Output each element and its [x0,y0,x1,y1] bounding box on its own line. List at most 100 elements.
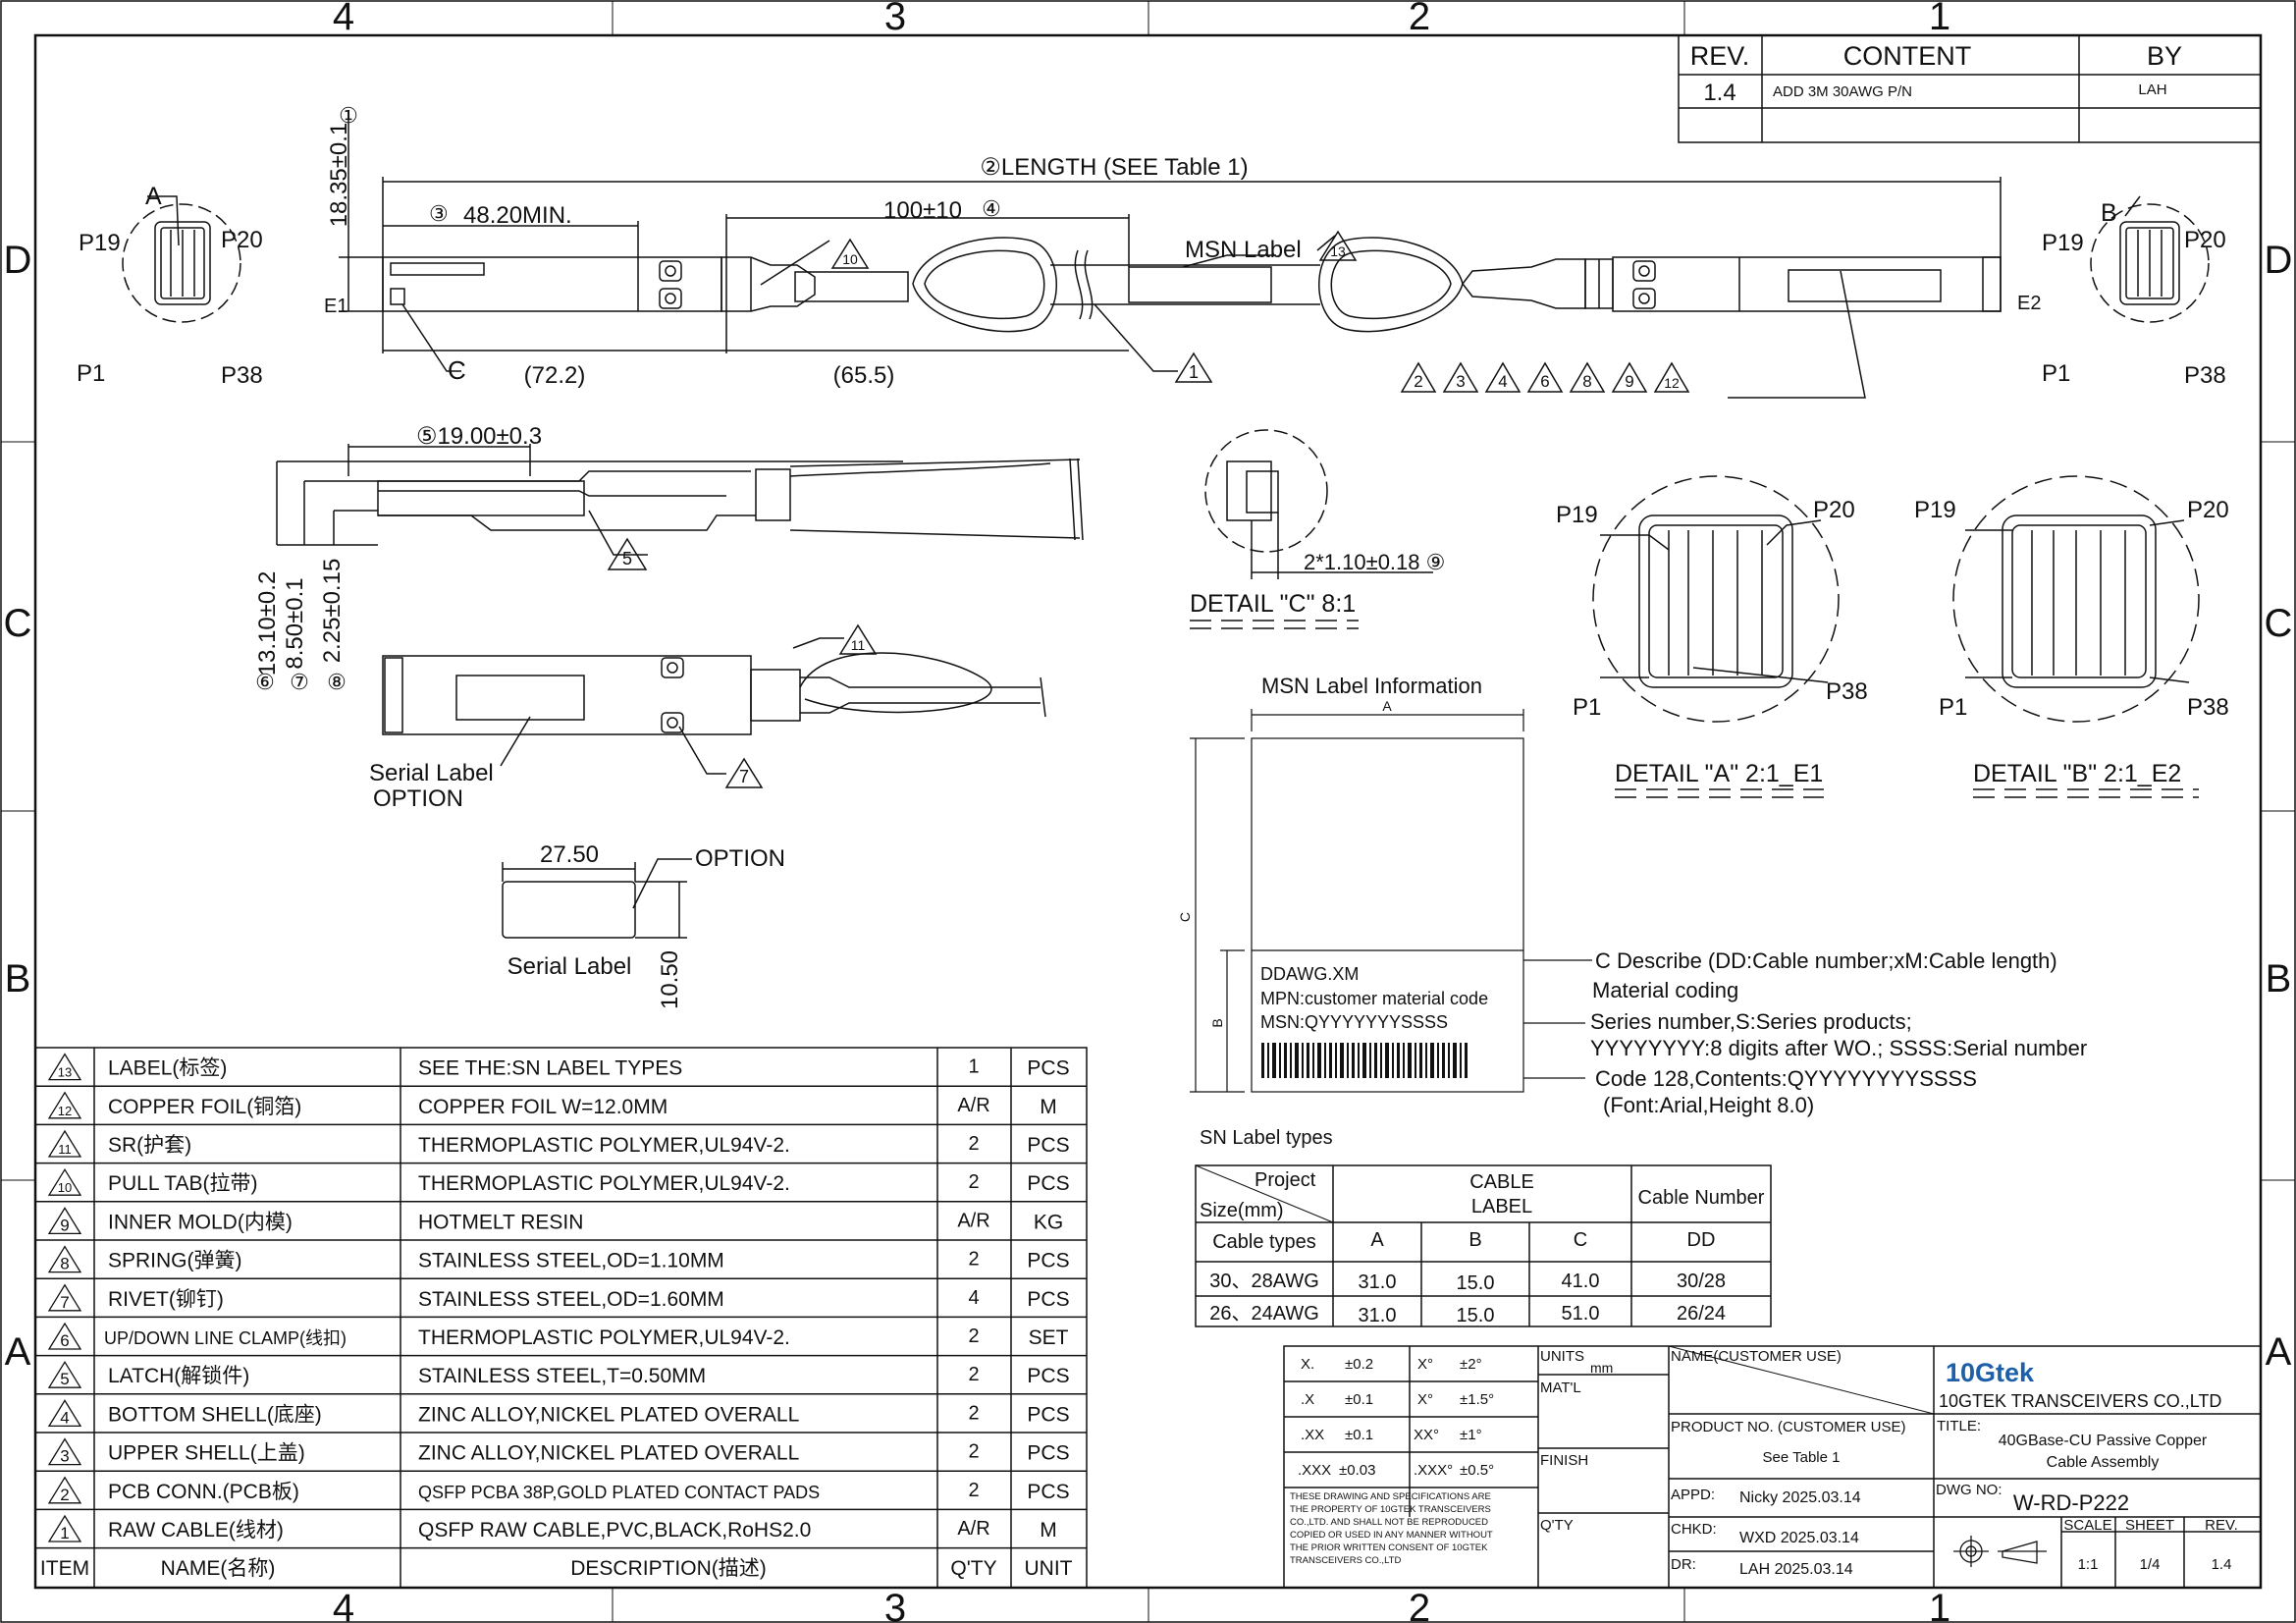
tb-sheet-label: SHEET [2125,1517,2174,1534]
bom-item-desc: QSFP RAW CABLE,PVC,BLACK,RoHS2.0 [418,1519,811,1542]
tb-dr-label: DR: [1671,1556,1696,1573]
bom-item-number: 13 [58,1065,72,1080]
dim-100: 100±10 [883,197,962,224]
sn-row1-c: 41.0 [1562,1271,1600,1292]
detail-a: P19 P20 P1 P38 DETAIL "A" 2:1_E1 [1556,475,1868,798]
bom-item-desc: SEE THE:SN LABEL TYPES [418,1057,682,1080]
zone-right-a: A [2266,1330,2292,1374]
company-name: 10GTEK TRANSCEIVERS CO.,LTD [1939,1391,2221,1411]
serial-label-option: OPTION [373,785,463,812]
bom-item-qty: 2 [968,1441,979,1463]
bom-item-qty: 2 [968,1171,979,1193]
tb-chkd-label: CHKD: [1671,1521,1717,1538]
item-triangle-icon [47,1322,82,1350]
tb-title-2: Cable Assembly [2047,1454,2160,1471]
item-triangle-icon [47,1245,82,1273]
bom-item-desc: STAINLESS STEEL,T=0.50MM [418,1365,706,1387]
sn-row1-b: 15.0 [1457,1272,1495,1294]
right-p38: P38 [2184,362,2226,389]
tri-7: 7 [739,767,749,786]
left-p38: P38 [221,362,263,389]
sn-col-c: C [1574,1229,1587,1251]
sn-row2-c: 51.0 [1562,1303,1600,1325]
e2-label: E2 [2017,293,2041,314]
tb-matl: MAT'L [1540,1380,1581,1396]
bom-item-qty: 2 [968,1249,979,1271]
msn-note1: C Describe (DD:Cable number;xM:Cable len… [1595,948,2057,973]
zone-left-b: B [5,957,31,1001]
tb-sheet: 1/4 [2140,1556,2161,1573]
sn-cable-number: Cable Number [1638,1187,1765,1209]
tri-10: 10 [842,251,858,267]
tri-5: 5 [622,549,632,568]
bom-item-qty: 1 [968,1056,979,1078]
bom-item-desc: ZINC ALLOY,NICKEL PLATED OVERALL [418,1442,799,1465]
left-p1: P1 [77,360,105,387]
dim-100-marker: ④ [982,196,1001,221]
item-triangle-icon [47,1399,82,1428]
bom-item-number: 9 [60,1216,69,1234]
dim-length: ②LENGTH (SEE Table 1) [980,154,1248,181]
tb-appd-label: APPD: [1671,1487,1715,1503]
sn-col-dd: DD [1687,1229,1716,1251]
bom-item-unit: PCS [1027,1442,1069,1465]
sn-row1-a: 31.0 [1359,1271,1397,1293]
msn-note3a: Series number,S:Series products; [1590,1009,1912,1034]
serial-option: OPTION [695,845,785,872]
bottom-view: 11 7 Serial Label OPTION [369,623,1046,812]
item-triangle-icon [47,1207,82,1235]
zone-top-4: 4 [333,0,354,38]
tri-row-12: 12 [1664,375,1680,391]
right-p1: P1 [2042,360,2070,387]
serial-caption: Serial Label [507,953,632,980]
item-triangle-icon [47,1476,82,1504]
top-view-triangles: 10 13 1 [830,230,1358,383]
sn-table: SN Label types Project Size(mm) CABLE LA… [1195,1127,1772,1327]
tb-chkd: WXD 2025.03.14 [1739,1530,1859,1546]
bom-item-name: PCB CONN.(PCB板) [108,1481,299,1503]
zone-left-a: A [5,1330,31,1374]
bom-item-unit: PCS [1027,1288,1069,1311]
bom-item-name: UP/DOWN LINE CLAMP(线扣) [104,1328,347,1348]
bom-item-number: 12 [58,1104,72,1118]
tb-dwg-label: DWG NO: [1936,1482,2002,1498]
msn-dim-a: A [1382,698,1392,714]
right-p20: P20 [2184,227,2226,253]
detail-a-p19: P19 [1556,502,1598,528]
left-p19: P19 [79,230,121,256]
right-p19: P19 [2042,230,2084,256]
bom-item-qty: 2 [968,1325,979,1347]
bom-item-number: 4 [60,1408,69,1427]
tb-product-no: See Table 1 [1763,1449,1841,1466]
rev-row-by: LAH [2138,81,2166,98]
bom-item-desc: STAINLESS STEEL,OD=1.60MM [418,1288,724,1311]
detail-b-caption: DETAIL "B" 2:1_E2 [1973,760,2181,787]
dim-19-00: ⑤19.00±0.3 [416,423,542,450]
item-triangle-icon [47,1437,82,1466]
zone-bottom-1: 1 [1929,1587,1950,1623]
c-callout: C [448,355,466,385]
sn-cable-label-2: LABEL [1471,1196,1532,1217]
bom-item-desc: ZINC ALLOY,NICKEL PLATED OVERALL [418,1403,799,1426]
tb-rev-label: REV. [2205,1517,2238,1534]
zone-bottom-3: 3 [884,1587,906,1623]
callout-b: B [2101,199,2117,227]
bom-item-qty: A/R [957,1095,989,1116]
bom-item-qty: A/R [957,1518,989,1540]
tol-2b: ±0.1 [1345,1391,1373,1408]
tb-name-label: NAME(CUSTOMER USE) [1671,1348,1842,1365]
msn-line2: MPN:customer material code [1260,989,1488,1008]
tb-appd: Nicky 2025.03.14 [1739,1489,1861,1506]
msn-dim-c: C [1177,912,1193,922]
detail-c: 2*1.10±0.18 ⑨ DETAIL "C" 8:1 [1190,429,1445,629]
notice-line-1: THESE DRAWING AND SPECIFICATIONS ARE [1290,1491,1491,1502]
tol-4d: ±0.5° [1460,1462,1494,1479]
sn-row2-b: 15.0 [1457,1305,1495,1326]
tri-row-9: 9 [1625,372,1633,391]
item-triangle-icon [47,1360,82,1388]
